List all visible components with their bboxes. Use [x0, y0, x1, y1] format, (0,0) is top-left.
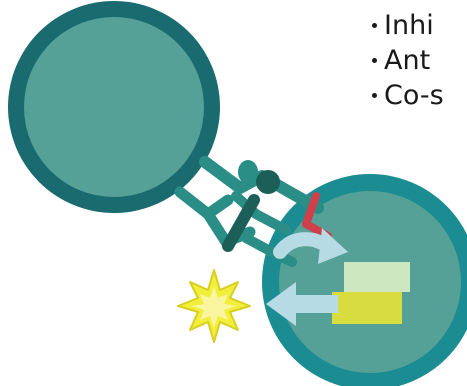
- bullet-dot-icon: [372, 93, 377, 98]
- bullet-text: Ant: [384, 43, 430, 78]
- left-cell: [8, 1, 220, 213]
- pale-green-box: [344, 262, 410, 292]
- receptor-bead-light: [238, 160, 258, 184]
- bullet-item: Ant: [372, 43, 444, 78]
- left-cell-body: [24, 17, 204, 197]
- receptor-bead-dark: [256, 170, 280, 194]
- bullet-list: Inhi Ant Co-s: [372, 8, 444, 113]
- bullet-dot-icon: [372, 23, 377, 28]
- out-arrow-shaft: [290, 295, 338, 313]
- bullet-text: Co-s: [384, 78, 444, 113]
- bullet-text: Inhi: [384, 8, 434, 43]
- yellow-box: [332, 292, 402, 324]
- bullet-item: Inhi: [372, 8, 444, 43]
- bullet-dot-icon: [372, 58, 377, 63]
- bullet-item: Co-s: [372, 78, 444, 113]
